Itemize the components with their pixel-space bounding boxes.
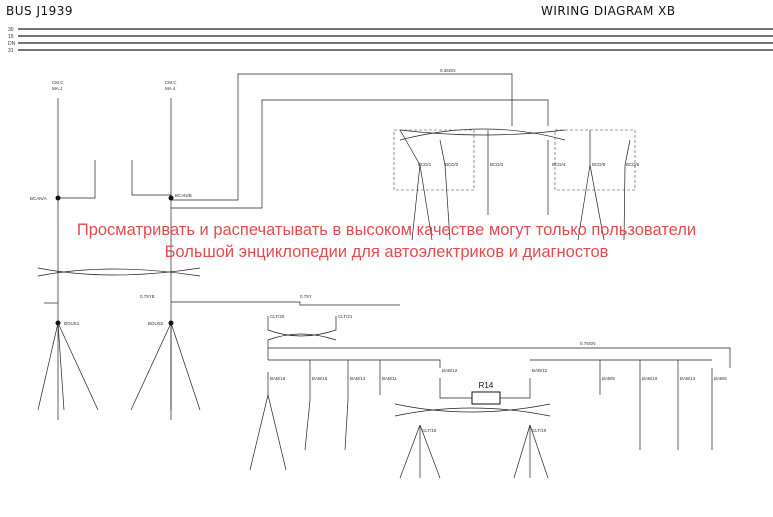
component-labels: CM.C MA.J CM.C MA.4 BCAN/A BCAN/B BOUS1 …: [30, 68, 727, 433]
label-splice-3: CLT/19: [532, 428, 547, 433]
bus-line-labels: 30 15 DN 31: [8, 27, 16, 54]
label-mid-7: BCD/4: [552, 162, 566, 167]
label-top-0: CM.C: [52, 80, 64, 85]
label-mid-5: BCD/2: [445, 162, 459, 167]
label-gauge-0: 0.75Y: [300, 294, 312, 299]
label-mid-9: BCD/6: [626, 162, 640, 167]
bus-label-1: 15: [8, 34, 14, 40]
label-bab-2: BAB/14: [350, 376, 366, 381]
diagram-title-right: WIRING DIAGRAM XB: [541, 4, 676, 18]
watermark-line-2: Большой энциклопедии для автоэлектриков …: [164, 243, 609, 261]
label-bab-0: BAB/16: [270, 376, 286, 381]
bus-label-3: 31: [8, 48, 14, 54]
watermark-line-1: Просматривать и распечатывать в высоком …: [76, 221, 697, 239]
label-gauge-2: 0.75GN: [580, 341, 596, 346]
junction-dots: [55, 195, 174, 326]
label-top-2: CM.C: [165, 80, 177, 85]
bus-lines: [18, 28, 773, 51]
label-top-1: MA.J: [52, 86, 62, 91]
label-bab-6: BAB/9: [602, 376, 615, 381]
dashed-zones: [393, 129, 636, 191]
label-gauge-3: 0.75YE: [140, 294, 155, 299]
label-mid-2: BOUS1: [64, 321, 80, 326]
label-splice-2: CLT/18: [422, 428, 437, 433]
label-gauge-1: 0.35GN: [440, 68, 456, 73]
diagram-title-left: BUS J1939: [6, 4, 74, 18]
label-splice-0: CLT/20: [270, 314, 285, 319]
label-bab-1: BAB/15: [312, 376, 328, 381]
label-top-3: MA.4: [165, 86, 176, 91]
resistor-r14: R14: [471, 381, 501, 405]
label-mid-8: BCD/5: [592, 162, 606, 167]
label-bab-7: BAB/10: [642, 376, 658, 381]
label-mid-1: BCAN/B: [175, 193, 192, 198]
resistor-label: R14: [479, 381, 494, 390]
wires: [37, 73, 731, 479]
bus-label-2: DN: [8, 41, 16, 47]
label-bab-8: BAB/13: [680, 376, 696, 381]
label-mid-4: BCD/1: [418, 162, 432, 167]
bus-label-0: 30: [8, 27, 14, 33]
label-bab-5: BAB/12: [532, 368, 548, 373]
label-bab-3: BAB/11: [382, 376, 397, 381]
label-mid-6: BCD/3: [490, 162, 504, 167]
label-mid-0: BCAN/A: [30, 196, 47, 201]
label-bab-4: BAB/12: [442, 368, 458, 373]
label-splice-1: CLT/21: [338, 314, 353, 319]
label-bab-9: BAB/8: [714, 376, 727, 381]
label-mid-3: BOUS2: [148, 321, 164, 326]
